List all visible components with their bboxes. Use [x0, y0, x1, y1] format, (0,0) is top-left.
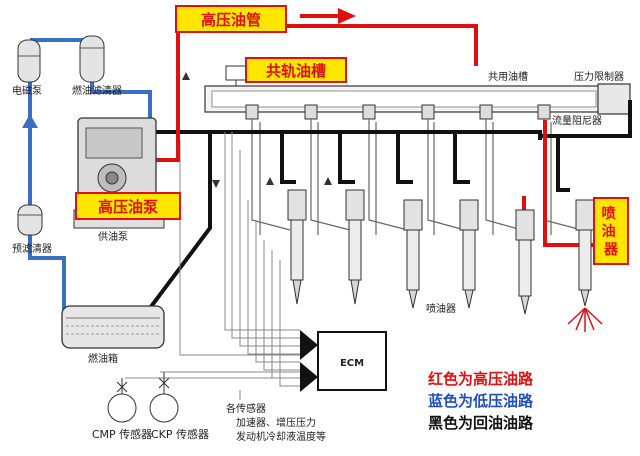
- flow-arrows: [182, 72, 332, 188]
- legend-red: 红色为高压油路: [428, 370, 534, 388]
- sensors-title: 各传感器: [226, 402, 266, 415]
- injector-3: [403, 199, 423, 309]
- ckp-sensor-label: CKP 传感器: [151, 428, 209, 441]
- ecm-unit: [300, 330, 387, 392]
- common-rail: [204, 65, 631, 115]
- injector-box-char-1: 喷: [602, 205, 616, 222]
- injector-4: [459, 199, 479, 309]
- pre-filter-icon: [17, 204, 43, 236]
- injector-box-char-3: 器: [603, 242, 619, 258]
- cmp-sensor-label: CMP 传感器: [92, 428, 152, 441]
- fuel-tank: [61, 305, 165, 349]
- solenoid-pump-icon: [17, 39, 41, 83]
- spray-lines: [567, 307, 603, 332]
- injector-1: [287, 189, 307, 305]
- ckp-sensor-icon: [149, 372, 179, 423]
- feed-pump-label: 供油泵: [98, 230, 128, 243]
- sensors-line1: 加速器、增压压力: [236, 416, 316, 429]
- injector-box-char-2: 油: [602, 223, 616, 240]
- fuel-tank-label: 燃油箱: [88, 352, 118, 365]
- cmp-sensor-icon: [107, 378, 137, 423]
- fuel-filter-icon: [79, 35, 105, 83]
- high-pressure-pipe-label: 高压油管: [201, 11, 261, 29]
- pre-filter-label: 预滤清器: [12, 242, 52, 255]
- legend-black: 黑色为回油油路: [428, 414, 534, 432]
- common-rail-small-label: 共用油槽: [488, 70, 528, 83]
- common-rail-label: 共轨油槽: [266, 62, 326, 80]
- high-pressure-pipe-box: [175, 5, 287, 33]
- common-rail-box: [245, 57, 347, 83]
- legend: 红色为高压油路 蓝色为低压油路 黑色为回油油路: [428, 370, 534, 432]
- high-pressure-arrows: [300, 8, 533, 226]
- pressure-limiter-label: 压力限制器: [574, 70, 624, 83]
- sensors-line2: 发动机冷却液温度等: [236, 430, 326, 443]
- injector-2: [345, 189, 365, 305]
- high-pressure-pump-box: [75, 192, 181, 220]
- high-pressure-pump-label: 高压油泵: [98, 198, 158, 216]
- flow-damper-label: 流量阻尼器: [552, 114, 602, 127]
- legend-blue: 蓝色为低压油路: [428, 392, 534, 410]
- injector-small-label: 喷油器: [426, 302, 456, 315]
- injector-6: [575, 199, 595, 307]
- return-lines: [100, 100, 632, 310]
- injector-box-label: 喷 油 器: [602, 205, 621, 258]
- fuel-filter-label: 燃油滤清器: [72, 84, 122, 97]
- injector-box: [593, 197, 629, 265]
- solenoid-pump-label: 电磁泵: [12, 84, 42, 97]
- ecm-label: ECM: [340, 358, 364, 369]
- injector-5: [515, 209, 535, 315]
